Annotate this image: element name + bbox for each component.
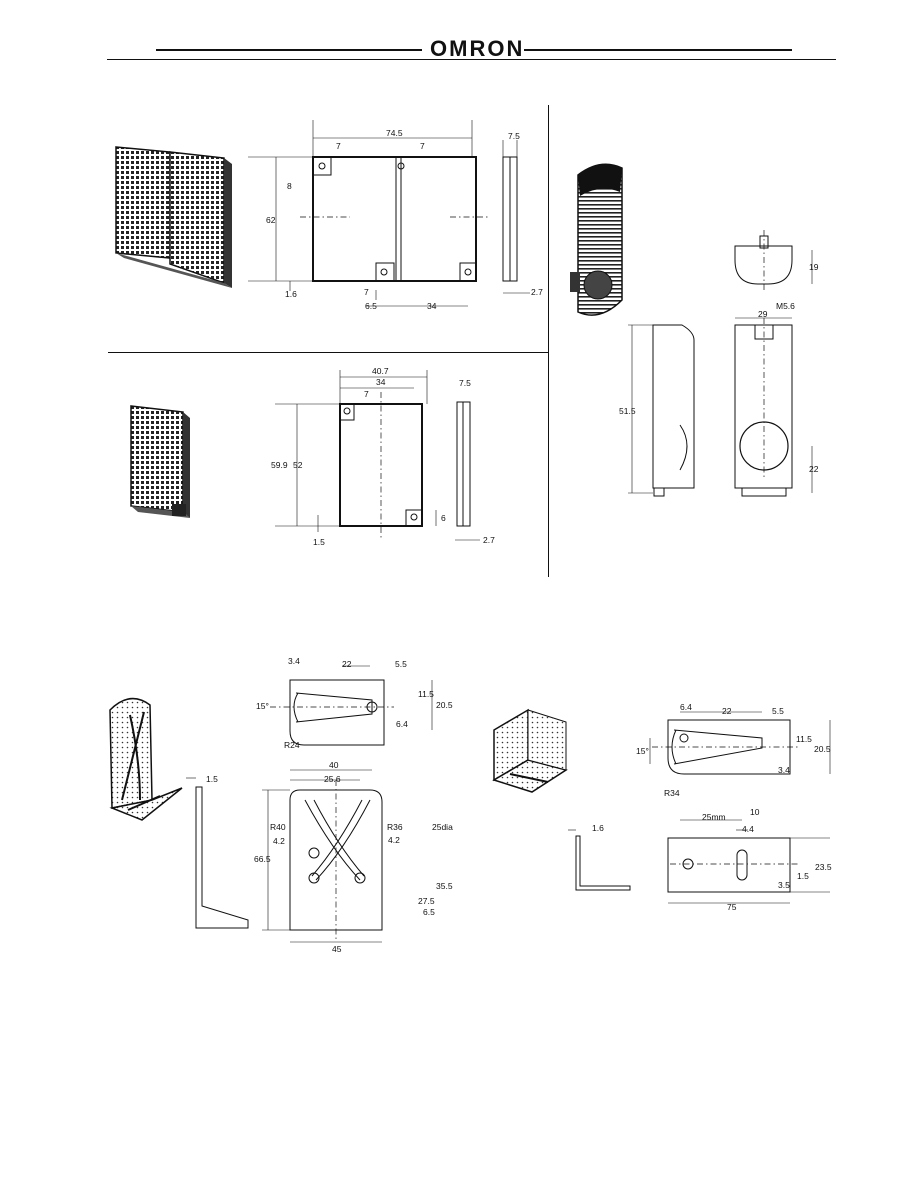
dim-10-b: 10: [750, 807, 760, 817]
dim-7-5: 7.5: [508, 131, 520, 141]
bracket-b-photo: [492, 708, 568, 793]
dim-20-5-a: 20.5: [436, 700, 453, 710]
dim-34-small: 34: [376, 377, 386, 387]
header-underline: [107, 59, 836, 60]
dim-25mm-b: 25mm: [702, 812, 726, 822]
dim-7c: 7: [364, 287, 369, 297]
bracket-b-side-view: [568, 829, 631, 891]
dim-6-4-a: 6.4: [396, 719, 408, 729]
dim-8: 8: [287, 181, 292, 191]
dim-6-4-b: 6.4: [680, 702, 692, 712]
bracket-a-front-view: [262, 769, 383, 943]
dim-1-5-b: 1.5: [797, 871, 809, 881]
dim-62: 62: [266, 215, 276, 225]
sensor-front-view: [734, 317, 813, 497]
bracket-a-top-view: [270, 665, 433, 746]
dim-15-b: 15°: [636, 746, 649, 756]
dim-7-small: 7: [364, 389, 369, 399]
dim-25-dia-a: 25dia: [432, 822, 453, 832]
dim-51-5: 51.5: [619, 406, 636, 416]
dim-52: 52: [293, 460, 303, 470]
header-rule-left: [156, 49, 422, 51]
dim-m5-6: M5.6: [776, 301, 795, 311]
dim-7-5-small: 7.5: [459, 378, 471, 388]
bracket-b-top-view: [649, 711, 831, 775]
dim-19: 19: [809, 262, 819, 272]
horizontal-divider: [108, 352, 548, 353]
dim-45-a: 45: [332, 944, 342, 954]
dim-6-small: 6: [441, 513, 446, 523]
dim-3-4-b: 3.4: [778, 765, 790, 775]
dim-11-5-a: 11.5: [418, 689, 434, 699]
dim-r36-a: R36: [387, 822, 403, 832]
bracket-a-side-view: [186, 777, 249, 929]
dim-r24-a: R24: [284, 740, 300, 750]
dim-r40-a: R40: [270, 822, 286, 832]
sensor-top-view: [734, 230, 813, 290]
dim-7a: 7: [336, 141, 341, 151]
reflector-large-side-view: [502, 140, 530, 294]
dim-r34-b: R34: [664, 788, 680, 798]
dim-23-5-b: 23.5: [815, 862, 832, 872]
sensor-side-view: [628, 324, 695, 497]
reflector-large-photo: [115, 146, 232, 288]
dim-1-5-small: 1.5: [313, 537, 325, 547]
dim-6-5: 6.5: [365, 301, 377, 311]
dim-22: 22: [809, 464, 819, 474]
dim-75-b: 75: [727, 902, 737, 912]
dim-66-5-a: 66.5: [254, 854, 271, 864]
dim-22-b: 22: [722, 706, 732, 716]
dim-22-a: 22: [342, 659, 352, 669]
dim-5-5-a: 5.5: [395, 659, 407, 669]
dim-59-9: 59.9: [271, 460, 288, 470]
sensor-photo: [570, 163, 623, 316]
reflector-small-front-view: [275, 370, 437, 540]
brand-logo: OMRON: [430, 36, 525, 61]
header-rule-right: [524, 49, 792, 51]
dim-20-5-b: 20.5: [814, 744, 831, 754]
reflector-large-front-view: [248, 120, 490, 307]
dim-1-6-b: 1.6: [592, 823, 604, 833]
dim-2-7-small: 2.7: [483, 535, 495, 545]
dim-3-5-b: 3.5: [778, 880, 790, 890]
dim-15-a: 15°: [256, 701, 269, 711]
bracket-a-photo: [109, 697, 183, 821]
dim-40-a: 40: [329, 760, 339, 770]
dim-74-5: 74.5: [386, 128, 403, 138]
dim-29: 29: [758, 309, 768, 319]
dim-5-5-b: 5.5: [772, 706, 784, 716]
dim-6-5-a: 6.5: [423, 907, 435, 917]
dim-1-5-a: 1.5: [206, 774, 218, 784]
dim-27-5-a: 27.5: [418, 896, 435, 906]
reflector-small-side-view: [455, 401, 480, 541]
bracket-b-front-view: [667, 819, 830, 904]
dim-34: 34: [427, 301, 437, 311]
dim-7b: 7: [420, 141, 425, 151]
dim-4-4-b: 4.4: [742, 824, 754, 834]
dim-2-7: 2.7: [531, 287, 543, 297]
vertical-divider: [548, 105, 549, 577]
dim-40-7: 40.7: [372, 366, 389, 376]
dim-3-4-a: 3.4: [288, 656, 300, 666]
dim-1-6: 1.6: [285, 289, 297, 299]
dim-4-2a: 4.2: [273, 836, 285, 846]
reflector-small-photo: [130, 405, 190, 518]
dim-11-5-b: 11.5: [796, 734, 812, 744]
dim-25-6-a: 25.6: [324, 774, 341, 784]
dim-4-2b: 4.2: [388, 835, 400, 845]
dim-35-5-a: 35.5: [436, 881, 453, 891]
